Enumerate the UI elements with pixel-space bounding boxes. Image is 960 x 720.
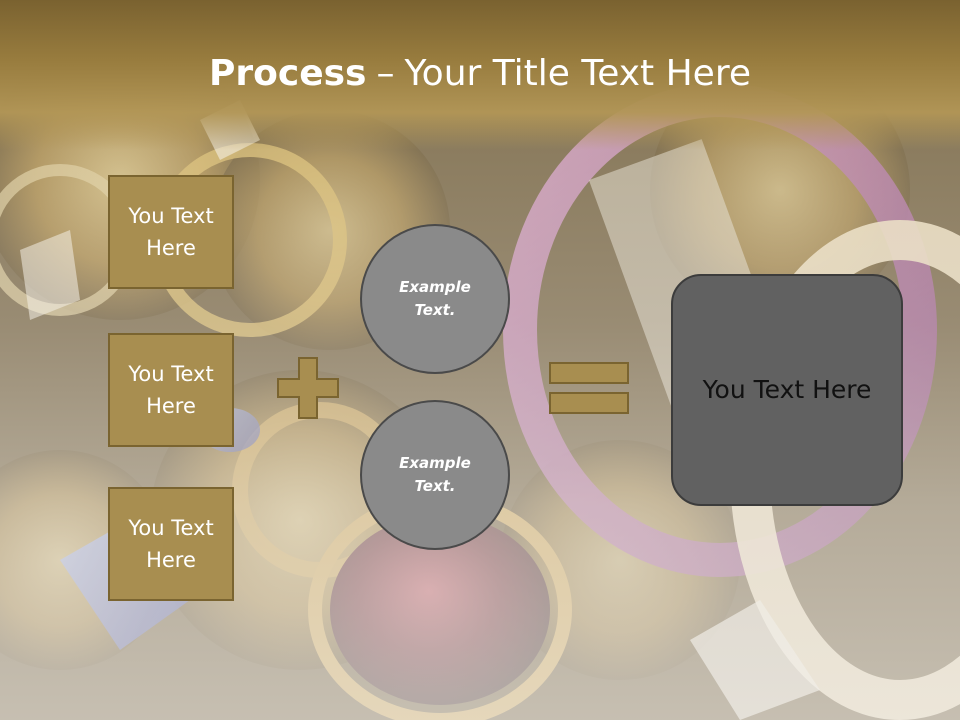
plus-icon	[277, 357, 339, 419]
input-box-2: You Text Here	[108, 333, 234, 447]
input-box-1: You Text Here	[108, 175, 234, 289]
title-separator: –	[376, 53, 395, 94]
input-box-2-label: You Text Here	[128, 362, 214, 418]
circle-2: Example Text.	[360, 400, 510, 550]
result-box: You Text Here	[671, 274, 903, 506]
slide-title: Process–Your Title Text Here	[0, 50, 960, 98]
equals-icon	[549, 362, 629, 414]
circle-1: Example Text.	[360, 224, 510, 374]
circle-1-label: Example Text.	[399, 278, 471, 319]
input-box-3: You Text Here	[108, 487, 234, 601]
title-band	[0, 0, 960, 150]
title-bold: Process	[208, 53, 367, 94]
circle-2-label: Example Text.	[399, 454, 471, 495]
input-box-1-label: You Text Here	[128, 204, 214, 260]
title-rest: Your Title Text Here	[404, 53, 751, 94]
result-box-label: You Text Here	[702, 375, 872, 404]
input-box-3-label: You Text Here	[128, 516, 214, 572]
